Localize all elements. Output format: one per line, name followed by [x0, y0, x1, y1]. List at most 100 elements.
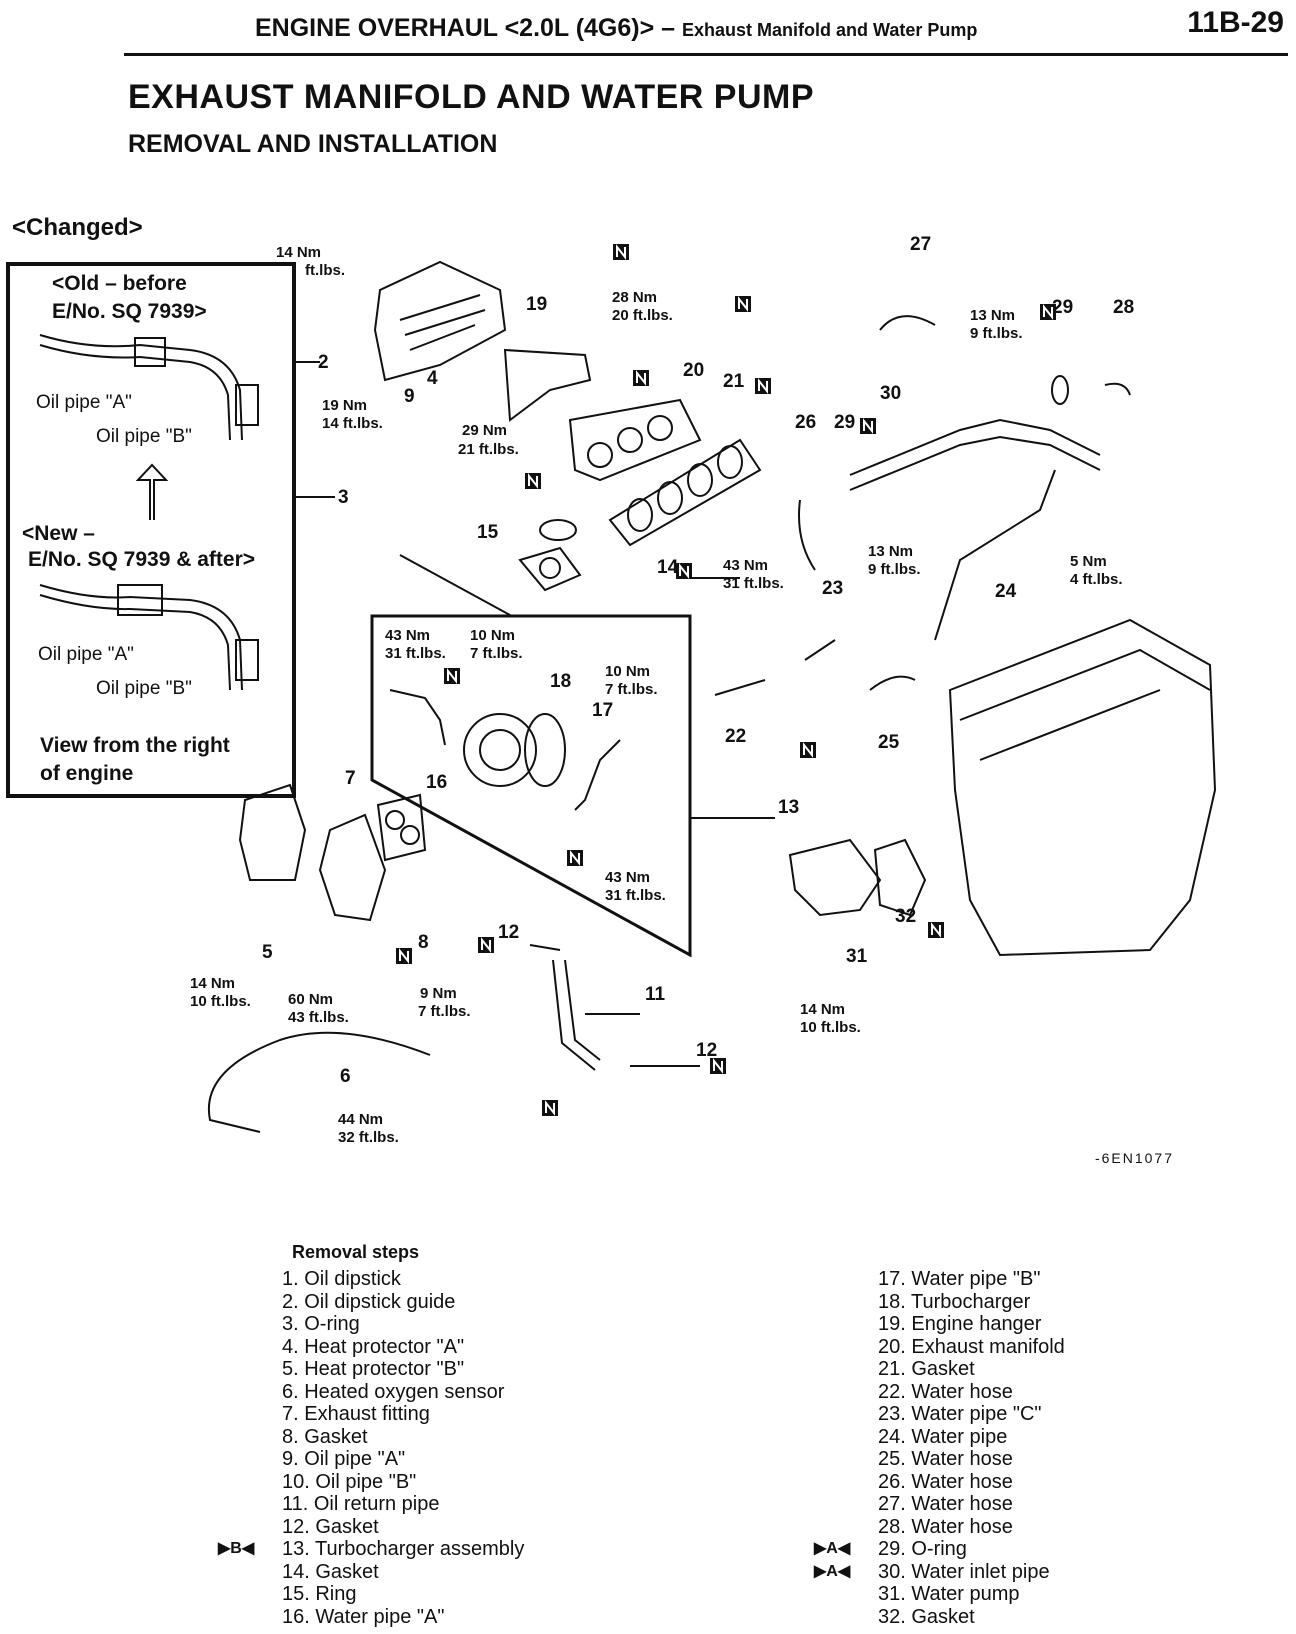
- part-label: 18: [550, 671, 571, 692]
- torque-callout-2b: 20 ft.lbs.: [612, 307, 673, 324]
- part-label: 30: [880, 383, 901, 404]
- engine-hanger: [503, 348, 592, 422]
- part-label: 14: [657, 557, 679, 578]
- water-pipe-24: [934, 469, 1056, 641]
- figure-code: -6EN1077: [1094, 1150, 1174, 1166]
- part-label: 27: [910, 234, 931, 255]
- part-label: 15: [477, 522, 499, 543]
- torque-callout-3: 19 Nm: [322, 397, 367, 414]
- torque-callout-5b: 9 ft.lbs.: [970, 325, 1023, 342]
- torque-callout-12b: 31 ft.lbs.: [605, 887, 666, 904]
- turbocharger: [463, 713, 537, 787]
- torque-callout-14b: 43 ft.lbs.: [288, 1009, 349, 1026]
- changed-label: <Changed>: [12, 214, 143, 241]
- step-marker: ▶A◀: [814, 1540, 851, 1557]
- step-item: 26. Water hose: [878, 1470, 1013, 1493]
- torque-callout-13: 14 Nm: [190, 975, 235, 992]
- part-label: 29: [1052, 297, 1073, 318]
- water-hose-27: [879, 315, 936, 331]
- inset-new-oil-pipe-b: Oil pipe "B": [96, 678, 192, 699]
- step-item: 21. Gasket: [878, 1358, 975, 1380]
- inset-new-oil-pipe-a: Oil pipe "A": [38, 644, 134, 665]
- water-pipe-a: [389, 689, 446, 746]
- part-label: 19: [526, 294, 547, 315]
- step-item: 2. Oil dipstick guide: [282, 1290, 456, 1313]
- water-pipe-b: [574, 739, 621, 811]
- ring-15: [539, 519, 577, 541]
- page-header: ENGINE OVERHAUL <2.0L (4G6)> – Exhaust M…: [0, 0, 1296, 64]
- inset-view-2: of engine: [40, 762, 133, 785]
- part-label: 8: [418, 932, 429, 953]
- part-label: 2: [318, 352, 329, 373]
- n-marker-icon: [444, 668, 460, 684]
- part-label: 16: [426, 772, 447, 793]
- header-section: ENGINE OVERHAUL <2.0L (4G6)> – Exhaust M…: [255, 14, 978, 42]
- inset-old-oil-pipe-a: Oil pipe "A": [36, 392, 132, 413]
- torque-callout-4b: 21 ft.lbs.: [458, 441, 519, 458]
- water-inlet-pipe: [849, 418, 1101, 476]
- heated-oxygen-sensor: [207, 1031, 431, 1133]
- n-marker-icon: [735, 296, 751, 312]
- part-label: 28: [1113, 297, 1134, 318]
- part-label: 4: [427, 368, 438, 389]
- step-item: 16. Water pipe "A": [282, 1605, 445, 1628]
- step-item: 31. Water pump: [878, 1583, 1020, 1605]
- torque-callout-15b: 7 ft.lbs.: [418, 1003, 471, 1020]
- step-item: 22. Water hose: [878, 1380, 1013, 1403]
- torque-callout-9: 43 Nm: [385, 627, 430, 644]
- torque-callout-17: 44 Nm: [338, 1111, 383, 1128]
- step-item: 11. Oil return pipe: [282, 1493, 440, 1515]
- n-marker-icon: [800, 742, 816, 758]
- n-marker-icon: [396, 948, 412, 964]
- torque-callout-11b: 7 ft.lbs.: [605, 681, 658, 698]
- heat-protector-a: [373, 260, 507, 382]
- torque-callout-13b: 10 ft.lbs.: [190, 993, 251, 1010]
- water-hose-25: [869, 675, 916, 691]
- engine-block: [948, 618, 1217, 957]
- torque-callout-16: 14 Nm: [800, 1001, 845, 1018]
- o-ring-29: [1051, 375, 1069, 405]
- step-item: 30. Water inlet pipe▶A◀: [814, 1560, 1050, 1583]
- torque-callout-6: 43 Nm: [723, 557, 768, 574]
- oil-return-pipe: [564, 959, 601, 1061]
- inset-new-fitting: [117, 584, 163, 616]
- torque-callout-11: 10 Nm: [605, 663, 650, 680]
- torque-callout-7: 13 Nm: [868, 543, 913, 560]
- water-hose-22: [714, 679, 766, 696]
- part-label: 24: [995, 581, 1017, 602]
- step-marker: ▶A◀: [814, 1562, 851, 1580]
- inset-old-label-2: E/No. SQ 7939>: [52, 300, 207, 323]
- step-item: 20. Exhaust manifold: [878, 1335, 1065, 1358]
- step-item: 8. Gasket: [282, 1425, 368, 1448]
- gasket-8: [376, 793, 427, 862]
- step-item: 14. Gasket: [282, 1560, 379, 1583]
- water-hose-28: [1104, 382, 1131, 396]
- inset-new-label-2: E/No. SQ 7939 & after>: [28, 548, 255, 571]
- inset-new-label: <New –: [22, 522, 95, 545]
- part-label: 32: [895, 906, 916, 927]
- n-marker-icon: [755, 378, 771, 394]
- water-pipe-c: [804, 639, 836, 661]
- part-label: 26: [795, 412, 816, 433]
- step-item: 13. Turbocharger assembly▶B◀: [218, 1538, 525, 1560]
- part-label: 6: [340, 1066, 351, 1087]
- part-label: 20: [683, 360, 704, 381]
- torque-callout-15: 9 Nm: [420, 985, 457, 1002]
- torque-callout-8b: 4 ft.lbs.: [1070, 571, 1123, 588]
- inset-arrow: [135, 463, 169, 520]
- step-item: 9. Oil pipe "A": [282, 1448, 406, 1470]
- torque-callout-1: 14 Nm: [276, 244, 321, 261]
- torque-callout-17b: 32 ft.lbs.: [338, 1129, 399, 1146]
- step-item: 29. O-ring▶A◀: [814, 1538, 967, 1560]
- inset-new-pipe: [39, 584, 243, 691]
- step-item: 7. Exhaust fitting: [282, 1403, 430, 1425]
- part-label: 13: [778, 797, 799, 818]
- part-label: 21: [723, 371, 745, 392]
- water-pump: [788, 838, 882, 917]
- n-marker-icon: [1040, 304, 1056, 320]
- manifold-gasket: [608, 438, 762, 547]
- part-label: 3: [338, 487, 349, 508]
